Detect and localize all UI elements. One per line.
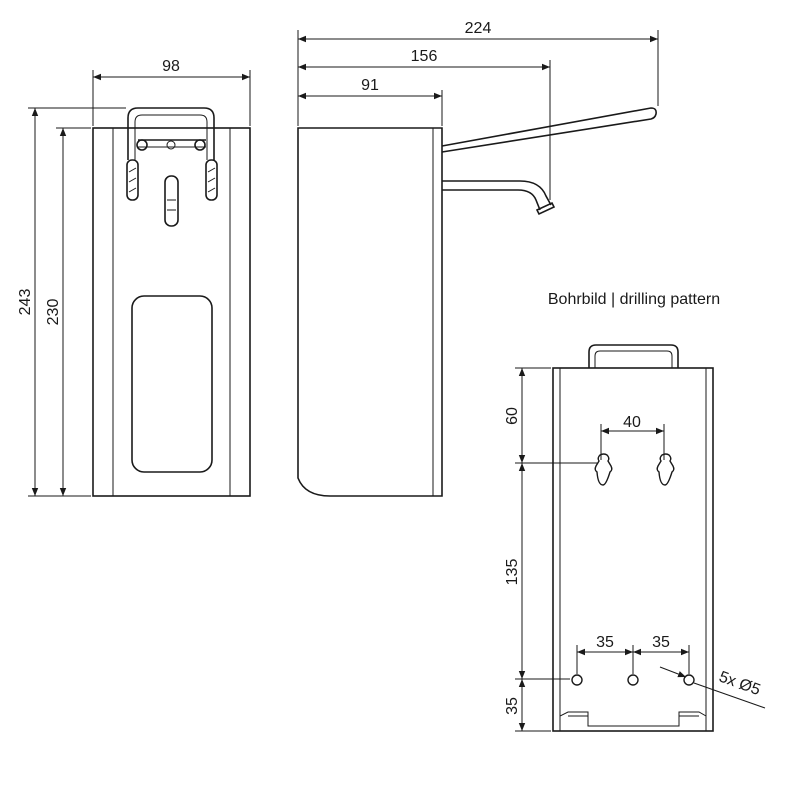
dim-depth-body: 91 — [361, 77, 379, 94]
dim-spacing-right: 35 — [652, 634, 670, 651]
dim-body-height: 230 — [45, 299, 62, 326]
dim-depth-total: 224 — [465, 20, 492, 37]
dim-hook-spacing: 40 — [623, 414, 641, 431]
drill-hole-middle — [627, 674, 639, 686]
dim-total-height: 243 — [17, 289, 34, 316]
keyhole-right — [656, 453, 675, 486]
dim-top-to-hook: 60 — [504, 407, 521, 425]
side-view — [297, 107, 657, 497]
front-view — [92, 107, 251, 497]
dim-bottom-to-base: 35 — [504, 697, 521, 715]
dim-front-width: 98 — [162, 58, 180, 75]
front-dimensions: 98 243 230 — [17, 58, 251, 497]
dim-hook-to-bottom: 135 — [504, 559, 521, 586]
dim-depth-spout: 156 — [411, 48, 438, 65]
keyhole-left — [594, 453, 613, 486]
dim-hole-spec: 5x Ø5 — [717, 668, 763, 699]
drill-hole-right — [683, 674, 695, 686]
dim-spacing-left: 35 — [596, 634, 614, 651]
side-dimensions: 224 156 91 — [297, 20, 659, 200]
drill-hole-left — [571, 674, 583, 686]
drilling-pattern-title: Bohrbild | drilling pattern — [548, 291, 720, 308]
